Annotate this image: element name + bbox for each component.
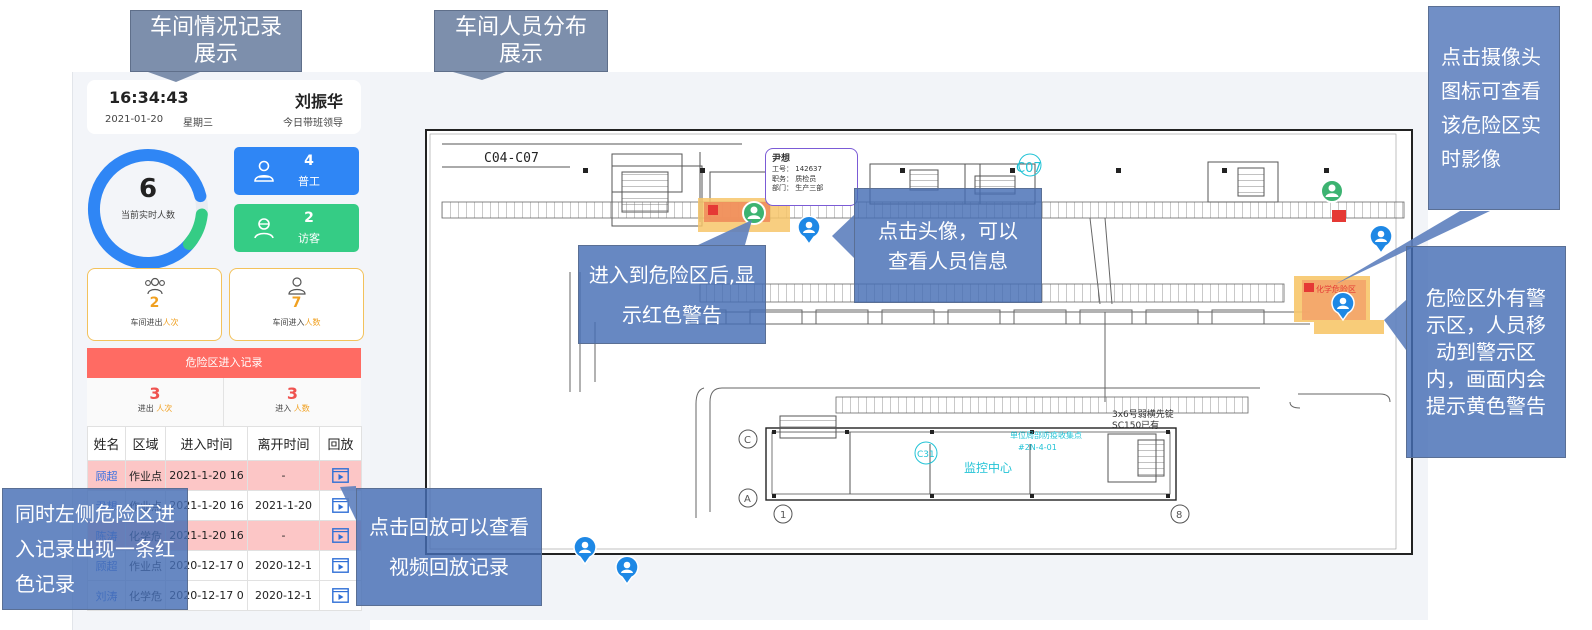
worker-icon	[254, 160, 274, 182]
person-marker-icon[interactable]	[613, 556, 641, 586]
cell-playback[interactable]	[319, 550, 362, 581]
realtime-count: 6	[138, 174, 158, 204]
col-header-name: 姓名	[87, 426, 126, 461]
callout-workshop-record: 车间情况记录展示	[130, 10, 302, 72]
worker-label: 普工	[298, 175, 320, 188]
time-card: 16:34:43 2021-01-20 星期三 刘振华 今日带班领导	[87, 80, 361, 134]
workshop-enter-count: 7	[291, 295, 302, 311]
danger-exit-label: 进出 人次	[137, 404, 173, 413]
playback-icon[interactable]	[332, 558, 349, 573]
table-header-row: 姓名 区域 进入时间 离开时间 回放	[87, 426, 362, 461]
popup-person-name: 尹想	[772, 154, 791, 164]
danger-exit-count: 3	[149, 384, 161, 403]
popup-role-row: 职务： 质检员	[772, 174, 817, 183]
cell-playback[interactable]	[319, 520, 362, 551]
visitor-count: 2	[304, 210, 314, 226]
map-label-c04: C04-C07	[484, 151, 539, 166]
person-marker-icon[interactable]	[1318, 178, 1346, 206]
workshop-exit-count: 2	[149, 295, 160, 311]
danger-zone-record-header: 危险区进入记录	[87, 348, 361, 378]
workshop-exit-card: 2 车间进出人次	[87, 268, 222, 341]
map-label-danger-zone: 化学危险区	[1316, 284, 1356, 294]
col-header-enter-time: 进入时间	[165, 426, 248, 461]
popup-id-row: 工号： 142637	[772, 165, 822, 174]
col-header-area: 区域	[125, 426, 166, 461]
floor-plan-map[interactable]: C07 C04-C07	[370, 72, 1428, 620]
axis-marker-8: 8	[1176, 510, 1182, 521]
realtime-count-label: 当前实时人数	[120, 211, 175, 221]
danger-zone-counts: 3 进出 人次 3 进入 人数	[87, 378, 361, 426]
cell-name[interactable]: 顾超	[87, 460, 126, 491]
group-icon	[145, 277, 165, 295]
cell-leave-time: -	[247, 520, 320, 551]
leader-name: 刘振华	[294, 92, 343, 111]
callout-warning-tip: 危险区外有警示区，人员移动到警示区内，画面内会提示黄色警告	[1406, 246, 1566, 458]
playback-icon[interactable]	[332, 588, 349, 603]
col-header-leave-time: 离开时间	[247, 426, 320, 461]
map-label-note1: 单位局部防疫收集点	[1010, 430, 1082, 440]
callout-avatar-tip: 点击头像，可以查看人员信息	[854, 188, 1042, 303]
camera-icon[interactable]	[1332, 210, 1346, 222]
map-label-c31: C31	[917, 450, 935, 460]
playback-icon[interactable]	[332, 498, 349, 513]
cell-leave-time: 2020-12-1	[247, 550, 320, 581]
current-weekday: 星期三	[183, 118, 213, 129]
current-date: 2021-01-20	[105, 114, 164, 125]
cell-playback[interactable]	[319, 580, 362, 611]
callout-danger-tip: 进入到危险区后,显示红色警告	[578, 245, 766, 344]
person-marker-icon[interactable]	[740, 200, 768, 228]
cell-leave-time: 2021-1-20	[247, 490, 320, 521]
axis-marker-a: A	[744, 494, 751, 505]
realtime-count-ring	[87, 149, 208, 269]
leader-role: 今日带班领导	[283, 118, 343, 129]
danger-enter-label: 进入 人数	[275, 404, 310, 413]
cell-playback[interactable]	[319, 460, 362, 491]
person-marker-icon[interactable]	[1367, 225, 1395, 255]
danger-exit-stat: 3 进出 人次	[87, 378, 224, 426]
workshop-enter-card: 7 车间进入人数	[229, 268, 364, 341]
callout-camera-tip: 点击摄像头图标可查看该危险区实时影像	[1428, 6, 1560, 210]
worker-count-card[interactable]: 4 普工	[234, 147, 359, 195]
map-label-monitor: 监控中心	[964, 460, 1012, 475]
visitor-label: 访客	[298, 232, 320, 245]
person-marker-icon[interactable]	[1329, 292, 1357, 322]
current-time: 16:34:43	[109, 88, 189, 107]
danger-enter-count: 3	[286, 384, 299, 403]
visitor-count-card[interactable]: 2 访客	[234, 204, 359, 252]
callout-record-tip: 同时左侧危险区进入记录出现一条红色记录	[2, 488, 188, 610]
map-label-pipe1: 3x6号弱横先锭	[1112, 408, 1174, 420]
cell-leave-time: -	[247, 460, 320, 491]
person-marker-icon[interactable]	[795, 216, 823, 246]
map-label-c07: C07	[1016, 161, 1042, 176]
callout-playback-tip: 点击回放可以查看视频回放记录	[356, 488, 542, 606]
person-info-popup[interactable]: 尹想 工号： 142637 职务： 质检员 部门： 生产三部	[765, 148, 858, 206]
map-label-note2: #2N-4-01	[1018, 443, 1057, 452]
visitor-icon	[254, 218, 274, 239]
playback-icon[interactable]	[332, 468, 349, 483]
workshop-enter-label: 车间进入人数	[272, 318, 321, 327]
cell-leave-time: 2020-12-1	[247, 580, 320, 611]
col-header-playback: 回放	[319, 426, 362, 461]
danger-enter-stat: 3 进入 人数	[224, 378, 361, 426]
cell-enter-time: 2021-1-20 16	[165, 460, 248, 491]
worker-count: 4	[304, 153, 314, 169]
popup-dept-row: 部门： 生产三部	[772, 184, 824, 193]
workshop-exit-label: 车间进出人次	[130, 318, 179, 327]
callout-staff-distribution: 车间人员分布展示	[434, 10, 608, 72]
person-marker-icon[interactable]	[571, 536, 599, 566]
cell-area: 作业点	[125, 460, 166, 491]
axis-marker-1: 1	[780, 510, 786, 521]
playback-icon[interactable]	[332, 528, 349, 543]
person-icon	[288, 277, 306, 295]
axis-marker-c: C	[744, 435, 751, 446]
map-label-pipe2: SC150已有	[1112, 419, 1159, 431]
